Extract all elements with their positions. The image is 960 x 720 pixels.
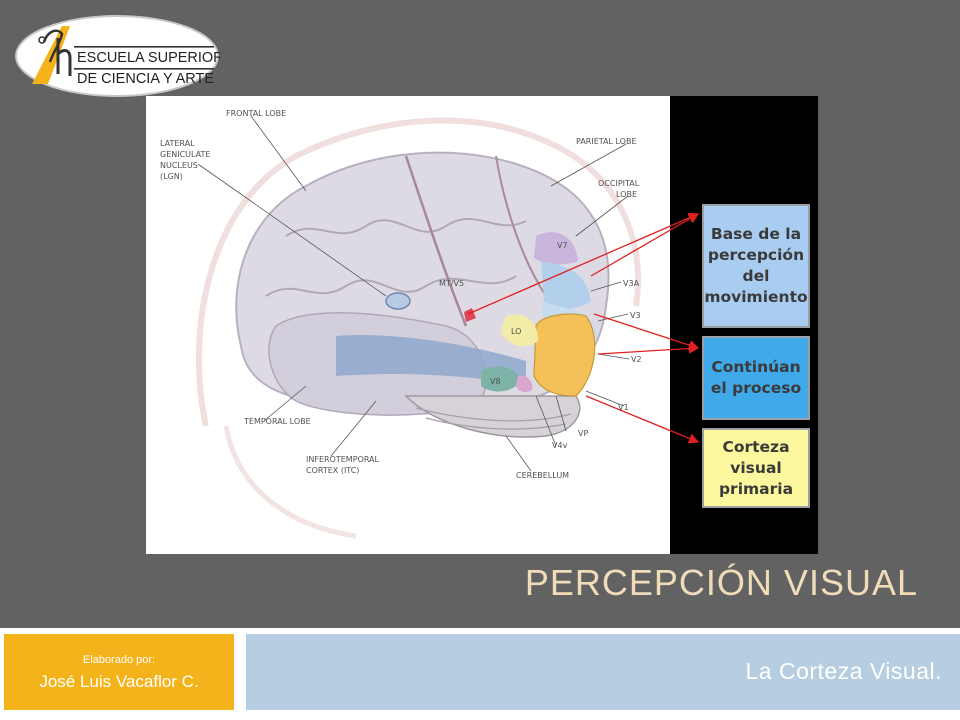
school-logo: ESCUELA SUPERIOR DE CIENCIA Y ARTE bbox=[15, 15, 220, 97]
logo-line-2: DE CIENCIA Y ARTE bbox=[77, 71, 214, 87]
label-mt-v5: MT/V5 bbox=[439, 279, 464, 288]
callout-process: Continúan el proceso bbox=[702, 336, 810, 420]
label-v8: V8 bbox=[490, 377, 501, 386]
brain-figure: FRONTAL LOBE LATERAL GENICULATE NUCLEUS … bbox=[146, 96, 818, 554]
label-v1: V1 bbox=[618, 403, 629, 412]
cerebellum bbox=[404, 395, 581, 438]
label-itc-1: INFEROTEMPORAL bbox=[306, 455, 380, 464]
label-parietal-lobe: PARIETAL LOBE bbox=[576, 137, 637, 146]
callout-arrows bbox=[467, 212, 700, 444]
label-lgn-2: GENICULATE bbox=[160, 150, 210, 159]
slide-title: PERCEPCIÓN VISUAL bbox=[524, 562, 918, 603]
label-v3a: V3A bbox=[623, 279, 640, 288]
author-name: José Luis Vacaflor C. bbox=[39, 672, 199, 691]
head-outline bbox=[195, 117, 641, 427]
label-temporal-lobe: TEMPORAL LOBE bbox=[243, 417, 311, 426]
area-v8 bbox=[481, 366, 521, 392]
label-v2: V2 bbox=[631, 355, 642, 364]
label-frontal-lobe: FRONTAL LOBE bbox=[226, 109, 286, 118]
brain-diagram: FRONTAL LOBE LATERAL GENICULATE NUCLEUS … bbox=[160, 109, 700, 539]
callout-primary-cortex: Corteza visual primaria bbox=[702, 428, 810, 508]
label-v7: V7 bbox=[557, 241, 568, 250]
slide-subtitle: La Corteza Visual. bbox=[745, 658, 942, 684]
callout-movement: Base de la percepción del movimiento bbox=[702, 204, 810, 328]
logo-line-1: ESCUELA SUPERIOR bbox=[77, 50, 220, 66]
label-cerebellum: CEREBELLUM bbox=[516, 471, 569, 480]
label-itc-2: CORTEX (ITC) bbox=[306, 466, 359, 475]
lgn-node bbox=[385, 292, 411, 310]
label-lgn-1: LATERAL bbox=[160, 139, 195, 148]
area-v3a bbox=[541, 261, 591, 309]
author-caption: Elaborado por: bbox=[82, 654, 156, 666]
label-v4v: V4v bbox=[552, 441, 568, 450]
subtitle-bar: La Corteza Visual. bbox=[246, 634, 960, 710]
area-lo bbox=[501, 314, 538, 347]
label-occipital-1: OCCIPITAL bbox=[598, 179, 640, 188]
label-occipital-2: LOBE bbox=[616, 190, 637, 199]
optic-radiation bbox=[336, 335, 526, 386]
label-v3: V3 bbox=[630, 311, 641, 320]
label-vp: VP bbox=[578, 429, 588, 438]
label-lgn-3: NUCLEUS bbox=[160, 161, 198, 170]
area-v7 bbox=[534, 232, 578, 265]
label-lgn-4: (LGN) bbox=[160, 172, 183, 181]
label-lo: LO bbox=[511, 327, 521, 336]
author-box: Elaborado por: José Luis Vacaflor C. bbox=[4, 634, 234, 710]
area-v1 bbox=[533, 313, 596, 397]
area-v4v bbox=[516, 375, 533, 393]
